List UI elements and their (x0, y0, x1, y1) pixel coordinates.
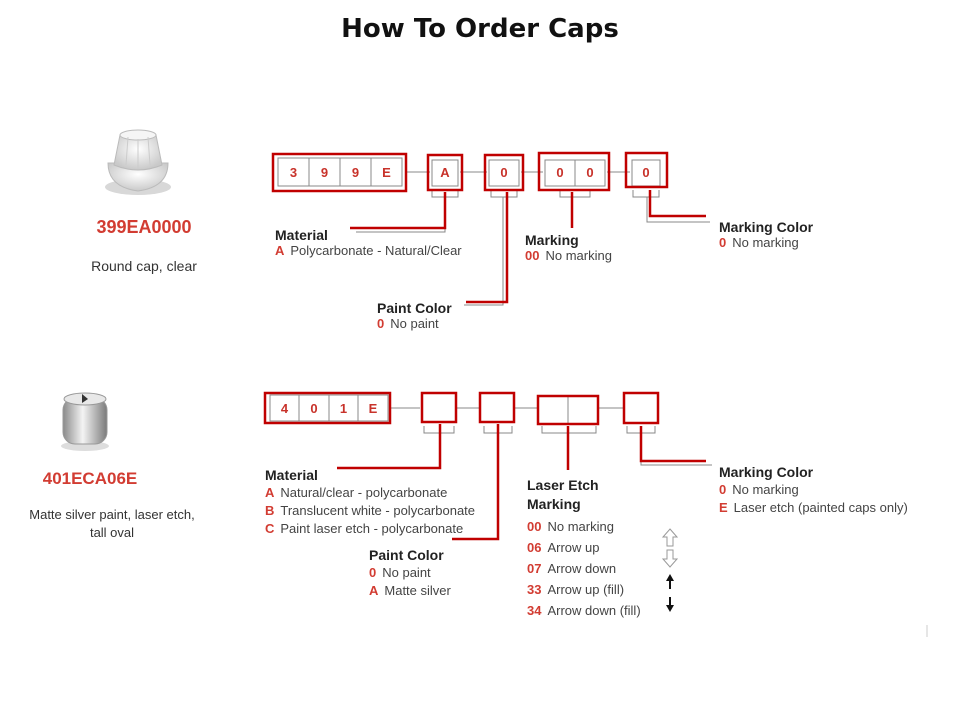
ex1-digit-3: 9 (351, 165, 360, 180)
ex2-digit-3: 1 (339, 401, 348, 416)
part-number-1: 399EA0000 (96, 217, 192, 237)
ex1-digit-1: 3 (289, 165, 298, 180)
part-number-2: 401ECA06E (42, 469, 138, 488)
arrow-down-outline-icon (661, 549, 679, 568)
example2-digit-boxes (269, 394, 712, 466)
ex1-marking-digit-2: 0 (586, 165, 594, 180)
legend-heading: Marking Color (719, 464, 814, 480)
example1-red-highlights (271, 151, 706, 304)
ex1-digit-4: E (382, 165, 391, 180)
example2-red-highlights (263, 391, 706, 541)
arrow-icons (661, 528, 679, 612)
arrow-up-outline-icon (661, 528, 679, 547)
round-cap-image (105, 129, 171, 195)
arrow-up-filled-icon (666, 574, 674, 589)
part-description-2: Matte silver paint, laser etch, tall ova… (29, 507, 195, 540)
ex2-digit-1: 4 (280, 401, 289, 416)
legend-heading: Marking (525, 232, 579, 248)
ex1-digit-2: 9 (320, 165, 329, 180)
legend-heading: Laser Etch (527, 477, 599, 493)
legend-heading: Marking Color (719, 219, 814, 235)
legend-heading-2: Marking (527, 496, 581, 512)
page-title: How To Order Caps (341, 14, 619, 44)
ex1-marking-color-digit: 0 (642, 165, 650, 180)
ex2-digit-2: 0 (310, 401, 318, 416)
ex1-material-digit: A (440, 165, 450, 180)
oval-cap-image (61, 392, 109, 451)
legend-heading: Paint Color (369, 547, 444, 563)
legend-heading: Material (265, 467, 318, 483)
ex1-paint-digit: 0 (500, 165, 508, 180)
arrow-down-filled-icon (666, 597, 674, 612)
part-description-1: Round cap, clear (91, 258, 197, 274)
ex2-digit-4: E (368, 401, 378, 416)
legend-heading: Material (275, 227, 328, 243)
legend-heading: Paint Color (377, 300, 452, 316)
ex1-marking-digit-1: 0 (556, 165, 564, 180)
